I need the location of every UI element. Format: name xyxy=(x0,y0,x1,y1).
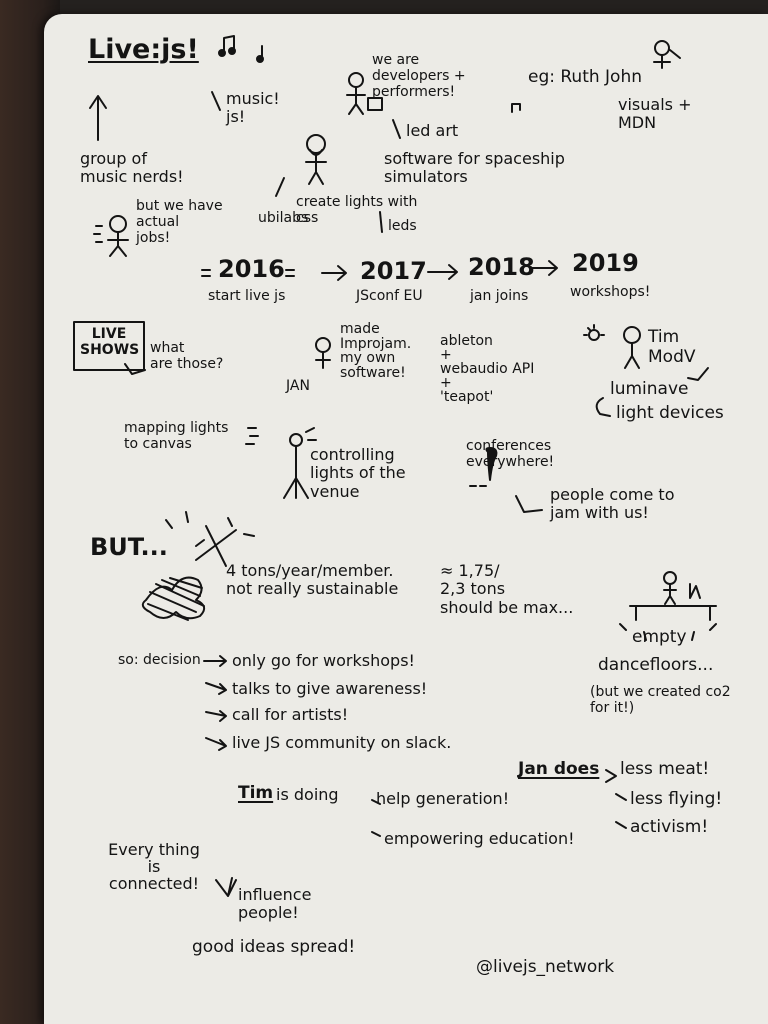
jan-does-label: Jan does xyxy=(518,759,600,779)
curved-arrow xyxy=(124,363,146,375)
twitter-handle: @livejs_network xyxy=(476,957,615,977)
emphasis-marks xyxy=(245,427,259,445)
tick-mark xyxy=(275,177,285,197)
timeline-arrow xyxy=(531,260,558,276)
jan-does-item: less meat! xyxy=(620,759,710,779)
tim-doing-item: help generation! xyxy=(376,789,510,808)
dancefloor-icon xyxy=(619,571,717,641)
arrow-icon xyxy=(205,710,227,722)
sun-icon xyxy=(583,324,605,341)
live-shows-box xyxy=(73,321,145,371)
timeline-label-2018: jan joins xyxy=(470,288,529,304)
good-ideas-note: good ideas spread! xyxy=(192,937,356,957)
tick-mark xyxy=(379,211,383,233)
tick-mark xyxy=(211,91,221,111)
mapping-lights-note: mapping lights to canvas xyxy=(124,420,229,453)
bullet-marks xyxy=(605,769,627,829)
but-heading: BUT... xyxy=(90,533,168,561)
arrow-icon xyxy=(203,655,227,667)
music-note-icon xyxy=(218,35,264,63)
person-figure-icon xyxy=(305,134,327,185)
music-note-icon xyxy=(511,103,521,113)
luminave-note: luminave xyxy=(610,379,689,399)
ruth-figure-icon xyxy=(653,40,681,69)
ableton-note: ableton + webaudio API + 'teapot' xyxy=(440,333,535,405)
timeline-label-2016: start live js xyxy=(208,288,286,304)
tons-note: 4 tons/year/member. not really sustainab… xyxy=(226,561,399,599)
timeline-year-2018: 2018 xyxy=(468,253,535,281)
spotlight-icon xyxy=(283,427,317,499)
timeline-label-2017: JSconf EU xyxy=(356,288,423,304)
lights-css-note: create lights with css xyxy=(296,194,418,227)
tick-mark xyxy=(392,119,401,139)
co2-note: (but we created co2 for it!) xyxy=(590,684,731,717)
timeline-year-2016: 2016 xyxy=(218,255,285,283)
jan-does-item: activism! xyxy=(630,817,709,837)
arrow-icon xyxy=(215,877,237,897)
everything-connected-note: Every thing is connected! xyxy=(108,840,200,893)
group-note: group of music nerds! xyxy=(80,149,184,187)
jan-does-item: less flying! xyxy=(630,789,723,809)
jan-label: JAN xyxy=(286,378,310,394)
tim-is-doing-text: is doing xyxy=(276,785,339,804)
decision-item: live JS community on slack. xyxy=(232,733,452,752)
max-tons-note: ≈ 1,75/ 2,3 tons should be max... xyxy=(440,561,574,617)
conferences-note: conferences everywhere! xyxy=(466,438,555,471)
arrow-icon xyxy=(205,682,227,695)
decision-label: so: decision xyxy=(118,652,201,668)
decision-item: only go for workshops! xyxy=(232,651,415,670)
led-art-note: led art xyxy=(406,121,459,140)
influence-people-note: influence people! xyxy=(238,885,312,923)
controlling-lights-note: controlling lights of the venue xyxy=(310,445,406,501)
decision-item: talks to give awareness! xyxy=(232,679,428,698)
tim-doing-item: empowering education! xyxy=(384,829,575,848)
location-pin-icon xyxy=(469,447,498,487)
music-js-note: music! js! xyxy=(226,89,280,127)
notebook-page xyxy=(44,14,768,1024)
empty-note: empty xyxy=(632,627,687,647)
decision-item: call for artists! xyxy=(232,705,349,724)
arrow-icon xyxy=(205,737,227,751)
improjam-note: made Improjam. my own software! xyxy=(340,321,412,382)
timeline-arrow xyxy=(427,264,458,280)
light-devices-note: light devices xyxy=(616,403,724,423)
spaceship-note: software for spaceship simulators xyxy=(384,149,565,187)
developers-note: we are developers + performers! xyxy=(372,52,466,101)
up-arrow-icon xyxy=(89,95,107,141)
dancefloors-note: dancefloors... xyxy=(598,655,714,675)
curved-arrow xyxy=(515,495,543,513)
timeline-arrow xyxy=(321,265,347,281)
people-jam-note: people come to jam with us! xyxy=(550,485,675,523)
jobs-note: but we have actual jobs! xyxy=(136,198,223,247)
tim-label: Tim xyxy=(238,783,274,803)
live-shows-label: LIVE SHOWS xyxy=(80,326,140,359)
curved-arrow xyxy=(687,367,709,381)
jan-figure-icon xyxy=(315,337,331,369)
tim-modv-note: Tim ModV xyxy=(648,327,696,367)
worker-figure-icon xyxy=(93,215,129,257)
timeline-label-2019: workshops! xyxy=(570,284,651,300)
what-are-those-note: what are those? xyxy=(150,340,224,373)
leds-note: leds xyxy=(388,218,417,234)
curved-arrow xyxy=(595,397,611,417)
tim-figure-icon xyxy=(623,326,641,369)
visuals-note: visuals + MDN xyxy=(618,95,692,133)
performer-figure-icon xyxy=(346,72,383,115)
bullet-marks xyxy=(371,799,381,837)
page-title: Live:js! xyxy=(88,34,199,65)
smoke-cloud-icon xyxy=(141,576,206,621)
ubilabs-note: ubilabs xyxy=(258,210,309,226)
timeline-year-2017: 2017 xyxy=(360,257,427,285)
airplane-icon xyxy=(165,511,255,567)
equals-marks xyxy=(201,269,295,277)
ruth-john-note: eg: Ruth John xyxy=(528,67,643,87)
timeline-year-2019: 2019 xyxy=(572,249,639,277)
